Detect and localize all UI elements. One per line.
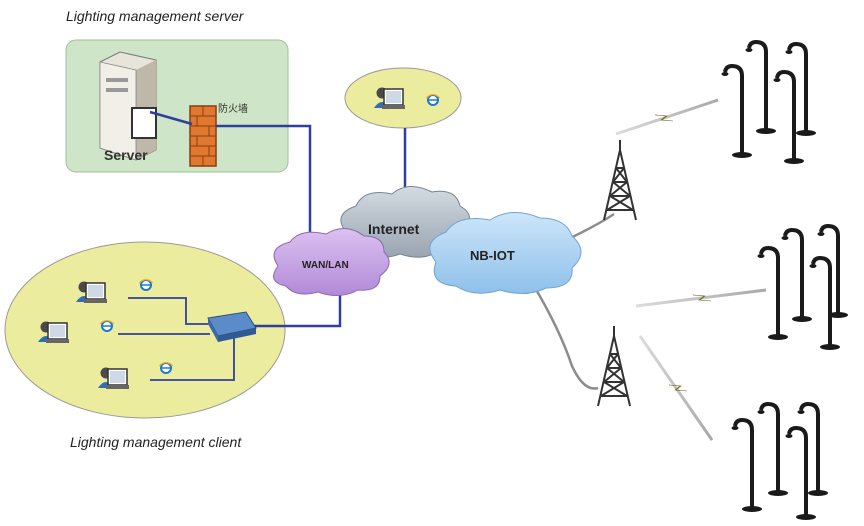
- wireless-link-icon: [638, 335, 714, 441]
- client-links: [118, 297, 235, 381]
- network-links: [149, 110, 407, 328]
- street-light-icon: [815, 224, 850, 320]
- street-light-icon: [807, 256, 842, 352]
- firewall-icon: [189, 105, 217, 167]
- server-caption: Lighting management server: [66, 8, 244, 24]
- street-light-icon: [783, 426, 818, 522]
- street-light-icon: [771, 70, 806, 166]
- street-light-icon: [755, 402, 790, 498]
- wireless-link-icon: [615, 98, 719, 136]
- firewall-label: 防火墙: [218, 102, 248, 115]
- nbiot-cloud: [429, 212, 582, 294]
- street-light-icon: [743, 40, 778, 136]
- street-light-icon: [783, 42, 818, 138]
- street-light-icon: [729, 418, 764, 514]
- browser-icon: [158, 361, 174, 374]
- street-light-icon: [755, 246, 790, 342]
- client-caption: Lighting management client: [70, 434, 242, 450]
- server-zone: [65, 39, 289, 173]
- wan-cloud: [273, 228, 390, 296]
- wan-label: WAN/LAN: [302, 260, 349, 271]
- browser-icon: [425, 93, 441, 106]
- nbiot-label: NB-IOT: [470, 248, 515, 263]
- server-label: Server: [104, 147, 148, 163]
- switch-icon: [207, 311, 257, 342]
- browser-icon: [99, 319, 115, 332]
- street-light-icon: [719, 64, 754, 160]
- server-icon: [99, 51, 157, 161]
- client-zone: [4, 241, 286, 419]
- browser-icon: [138, 278, 154, 291]
- cell-tower-icon: [603, 139, 637, 221]
- internet-label: Internet: [368, 221, 420, 237]
- street-light-icon: [779, 228, 814, 324]
- wireless-link-icon: [635, 288, 767, 308]
- street-light-icon: [795, 402, 830, 498]
- cell-tower-icon: [597, 325, 631, 407]
